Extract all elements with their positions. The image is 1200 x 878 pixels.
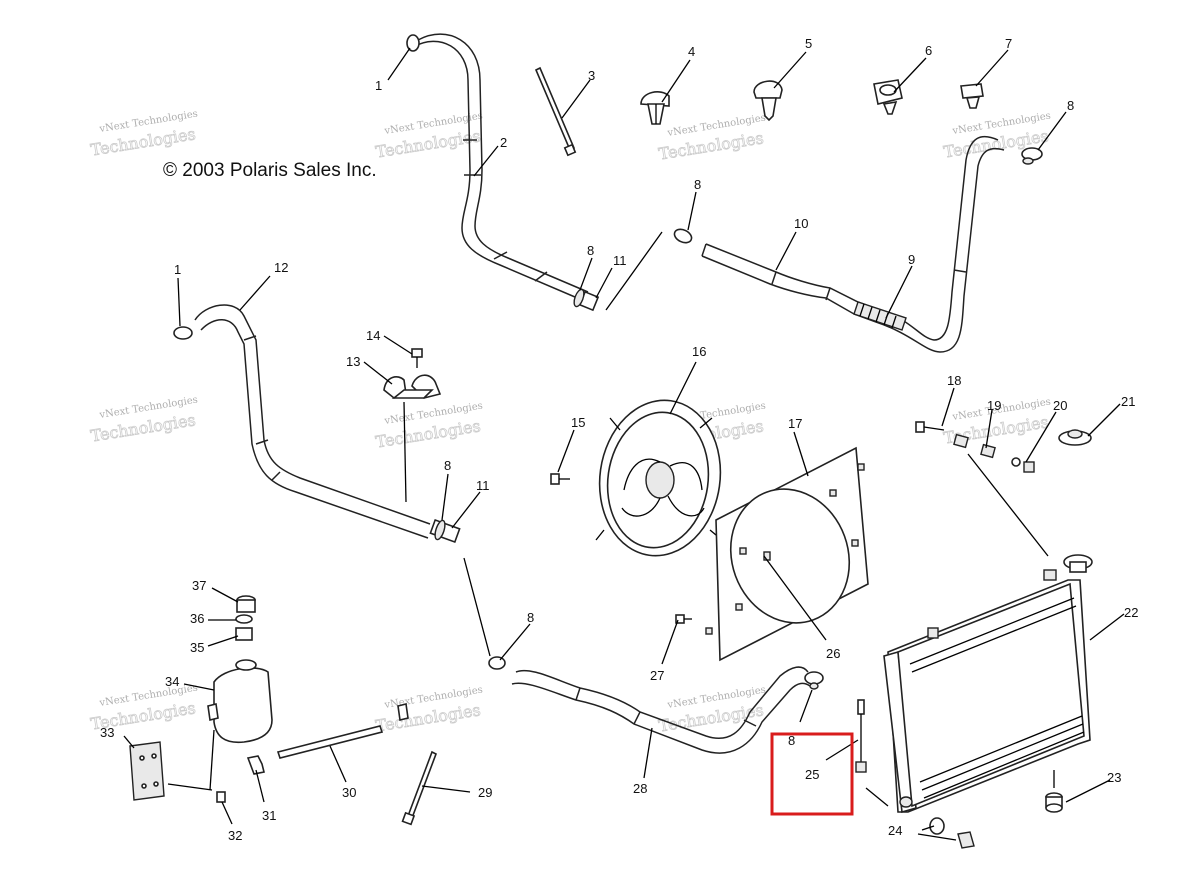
callout-8: 8 [527, 610, 534, 625]
nut-part-20[interactable] [1011, 457, 1035, 473]
fan-shroud-part-17[interactable] [705, 446, 869, 662]
callout-10: 10 [794, 216, 808, 231]
hose-clamp-8-left[interactable] [433, 519, 447, 541]
callout-5: 5 [805, 36, 812, 51]
callout-20: 20 [1053, 398, 1067, 413]
corrugated-section-part-9[interactable] [853, 301, 907, 331]
drain-plug-part-23[interactable] [1045, 770, 1063, 813]
callout-12: 12 [274, 260, 288, 275]
cable-tie-part-3[interactable] [534, 66, 577, 157]
upper-hose-part-2[interactable] [412, 33, 600, 312]
callout-18: 18 [947, 373, 961, 388]
overflow-tube-part-30[interactable] [276, 725, 384, 759]
callout-32: 32 [228, 828, 242, 843]
cable-tie-part-29[interactable] [401, 750, 438, 826]
hose-clamp-8-mid[interactable] [672, 227, 693, 245]
callout-2: 2 [500, 135, 507, 150]
callout-8: 8 [587, 243, 594, 258]
bolt-part-14[interactable] [411, 348, 423, 368]
screw-part-27[interactable] [675, 614, 692, 624]
callout-37: 37 [192, 578, 206, 593]
clip-part-7[interactable] [960, 83, 984, 109]
elbow-fitting-part-31[interactable] [246, 755, 265, 775]
screw-part-32[interactable] [216, 791, 226, 803]
callout-9: 9 [908, 252, 915, 267]
screw-part-15[interactable] [550, 473, 570, 485]
hose-clamp-8-lower-left[interactable] [488, 656, 506, 670]
push-rivet-part-4[interactable] [640, 91, 670, 125]
neck-part-35[interactable] [235, 627, 253, 641]
small-clip[interactable] [397, 703, 409, 721]
callout-22: 22 [1124, 605, 1138, 620]
callout-1: 1 [375, 78, 382, 93]
callout-27: 27 [650, 668, 664, 683]
callout-33: 33 [100, 725, 114, 740]
bolt-part-18[interactable] [915, 421, 945, 433]
callout-7: 7 [1005, 36, 1012, 51]
copyright-text: © 2003 Polaris Sales Inc. [163, 160, 377, 181]
reservoir-cap-part-37[interactable] [236, 595, 256, 613]
callout-23: 23 [1107, 770, 1121, 785]
radiator-cap-part-21[interactable] [1058, 429, 1092, 446]
upper-hose-part-10[interactable] [701, 135, 1005, 353]
callout-25: 25 [805, 767, 819, 782]
clip-part-6[interactable] [873, 79, 903, 115]
temp-sensor-part-25[interactable] [855, 699, 867, 773]
callout-28: 28 [633, 781, 647, 796]
hose-bracket-part-13[interactable] [383, 374, 442, 399]
callout-6: 6 [925, 43, 932, 58]
hose-clamp-8-lower-right[interactable] [804, 671, 824, 690]
callout-8: 8 [1067, 98, 1074, 113]
callout-15: 15 [571, 415, 585, 430]
hose-clamp-1-top[interactable] [406, 34, 420, 52]
callout-26: 26 [826, 646, 840, 661]
callout-34: 34 [165, 674, 179, 689]
callout-11: 11 [476, 478, 490, 493]
callout-8: 8 [788, 733, 795, 748]
hose-clamp-1-left[interactable] [173, 326, 193, 340]
callout-29: 29 [478, 785, 492, 800]
bypass-hose-part-12[interactable] [194, 304, 461, 544]
callout-4: 4 [688, 44, 695, 59]
washer-part-36[interactable] [235, 614, 253, 624]
cooling-fan-part-16[interactable] [590, 392, 731, 563]
callout-13: 13 [346, 354, 360, 369]
callout-21: 21 [1121, 394, 1135, 409]
hose-clamp-8-upper[interactable] [572, 288, 586, 308]
grommet-part-19[interactable] [953, 433, 996, 459]
mounting-plate-part-33[interactable] [129, 741, 165, 801]
callout-31: 31 [262, 808, 276, 823]
oring-fitting-part-24[interactable] [929, 817, 975, 849]
callout-8: 8 [444, 458, 451, 473]
lower-hose-part-28[interactable] [511, 666, 811, 754]
callout-35: 35 [190, 640, 204, 655]
callout-24: 24 [888, 823, 902, 838]
push-rivet-part-5[interactable] [753, 80, 783, 122]
callout-3: 3 [588, 68, 595, 83]
hose-clamp-8-right-top[interactable] [1021, 147, 1043, 165]
callout-labels: 1 2 3 4 5 6 7 8 8 8 11 10 9 1 12 14 13 8… [100, 36, 1138, 843]
callout-14: 14 [366, 328, 380, 343]
callout-30: 30 [342, 785, 356, 800]
callout-36: 36 [190, 611, 204, 626]
highlight-box-part-25 [770, 732, 854, 816]
callout-8: 8 [694, 177, 701, 192]
callout-19: 19 [987, 398, 1001, 413]
coolant-reservoir-part-34[interactable] [207, 659, 273, 744]
callout-1: 1 [174, 262, 181, 277]
radiator-part-22[interactable] [883, 554, 1093, 814]
leader-lines [123, 47, 1125, 841]
callout-17: 17 [788, 416, 802, 431]
callout-16: 16 [692, 344, 706, 359]
callout-11: 11 [613, 253, 627, 268]
